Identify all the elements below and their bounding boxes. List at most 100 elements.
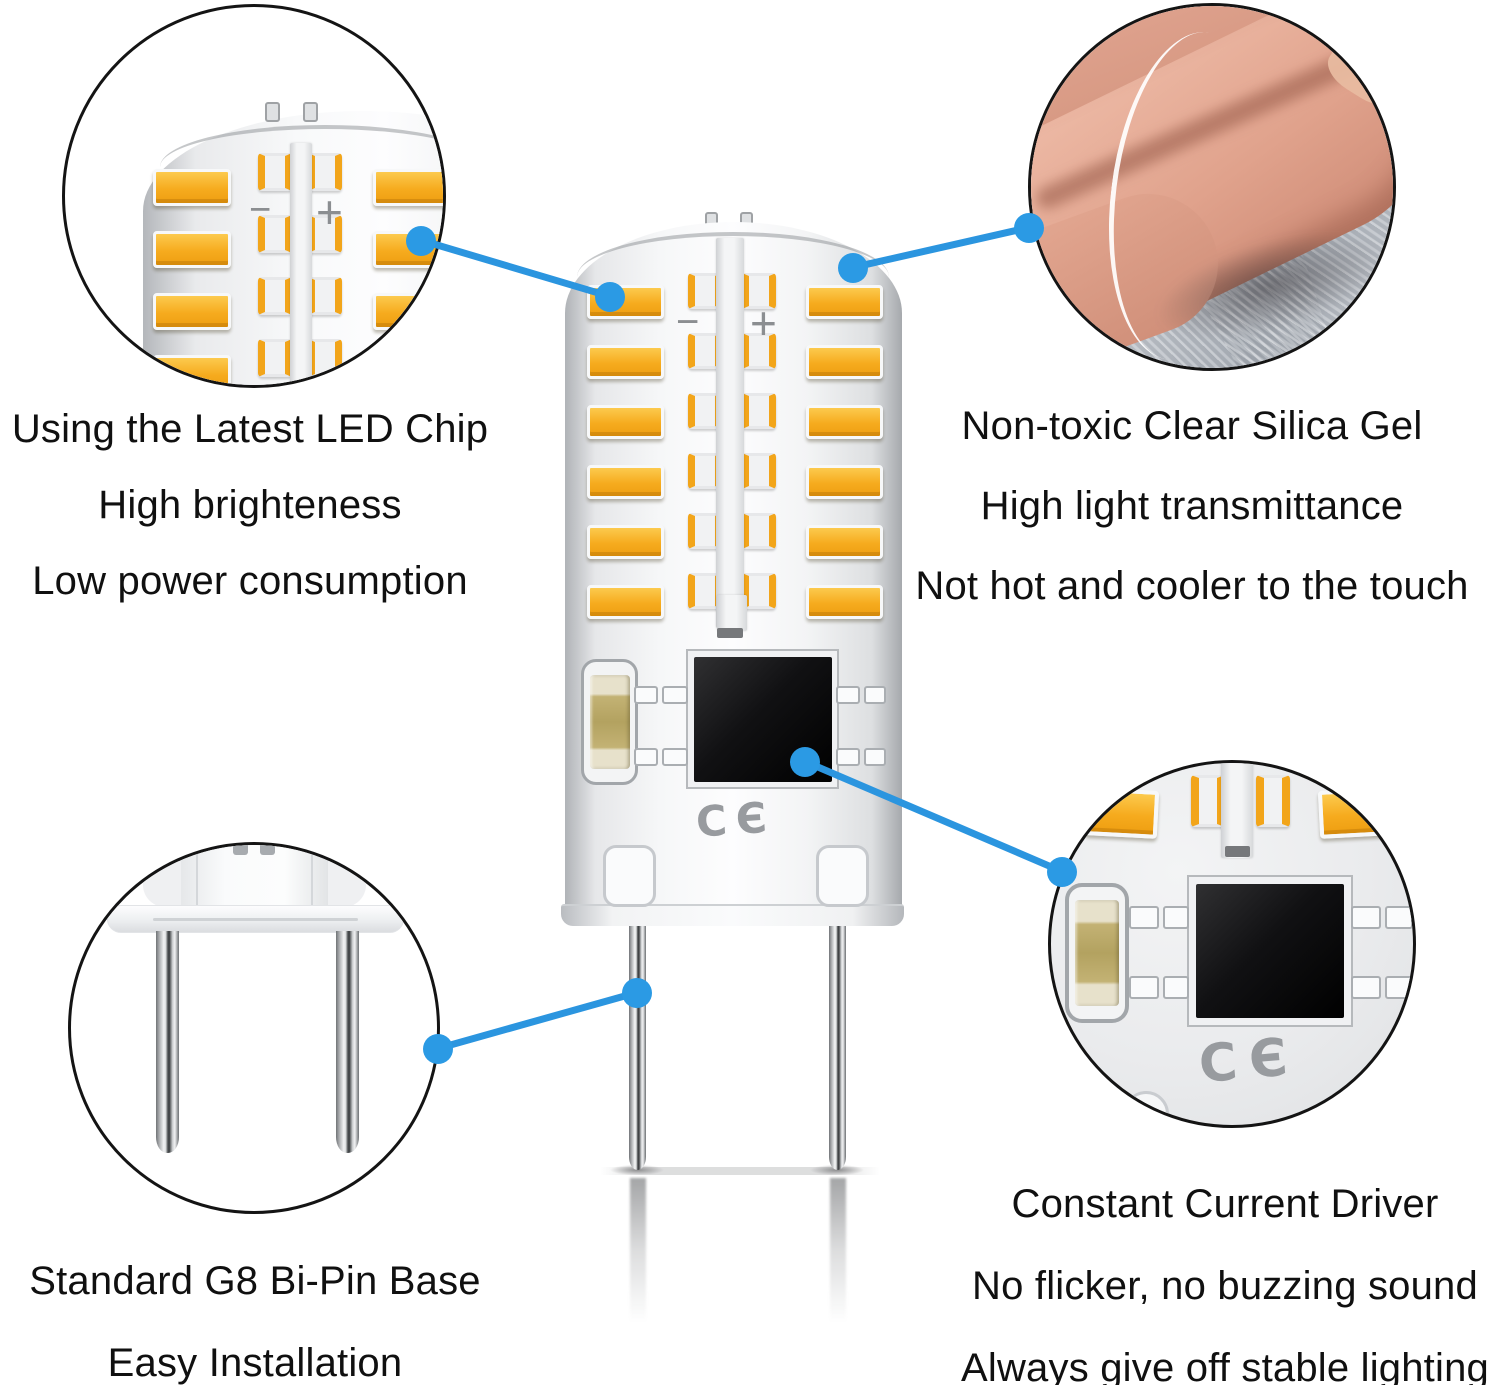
- callout-dot: [595, 282, 625, 312]
- led-chip: [806, 285, 883, 319]
- capacitor: [590, 675, 630, 769]
- ic-leg: [1385, 976, 1413, 999]
- pin-reflection: [830, 1178, 846, 1338]
- led-chip-feature-text: Using the Latest LED Chip High brightene…: [0, 391, 510, 619]
- callout-dot: [423, 1034, 453, 1064]
- ic-leg: [1163, 906, 1189, 929]
- feature-line: Low power consumption: [32, 559, 468, 603]
- bulb-top-tab: [260, 845, 275, 855]
- led-chip: [587, 465, 664, 499]
- strip-cap: [1225, 846, 1250, 857]
- led-side-chip: [742, 513, 776, 549]
- ce-mark: CЄ: [694, 792, 778, 847]
- led-chip-column-right: [806, 285, 883, 619]
- led-side-chip: [1256, 775, 1290, 827]
- strip-stub: [717, 595, 747, 631]
- feature-line: Non-toxic Clear Silica Gel: [961, 404, 1423, 448]
- ic-leg: [1385, 906, 1413, 929]
- ic-leg: [864, 686, 886, 704]
- pin-shadow-smear: [600, 1167, 880, 1175]
- flange-line: [153, 918, 358, 921]
- led-chip: [806, 585, 883, 619]
- led-side-chip: [742, 333, 776, 369]
- polarity-minus: −: [676, 300, 700, 344]
- feature-line: High light transmittance: [980, 484, 1404, 528]
- dome-highlight: [160, 125, 443, 209]
- feature-line: High brighteness: [98, 483, 402, 527]
- base-notch: [603, 845, 656, 907]
- led-chip: [587, 585, 664, 619]
- capacitor: [1075, 900, 1119, 1006]
- ic-leg: [1129, 906, 1159, 929]
- driver-ic: [1196, 884, 1344, 1018]
- led-side-chip: [742, 393, 776, 429]
- ic-leg: [1163, 976, 1189, 999]
- base-notch: [816, 845, 869, 907]
- led-chip: [153, 231, 231, 268]
- bi-pin-base-closeup-circle: [68, 842, 440, 1214]
- pin-shadow: [801, 1163, 873, 1177]
- callout-dot: [790, 747, 820, 777]
- led-side-chip: [258, 339, 292, 377]
- bi-pin-left: [156, 931, 179, 1153]
- polarity-minus: −: [249, 189, 272, 231]
- led-chip: [806, 405, 883, 439]
- callout-dot: [406, 226, 436, 256]
- led-chip: [153, 169, 231, 206]
- feature-line: Standard G8 Bi-Pin Base: [29, 1259, 481, 1303]
- center-strip: [290, 143, 312, 385]
- led-side-chip: [308, 153, 342, 191]
- led-side-chip: [742, 273, 776, 309]
- led-side-chip: [742, 453, 776, 489]
- base-notch: [1123, 1091, 1169, 1125]
- base-shoulder: [328, 861, 366, 907]
- led-chips-closeup-circle: − +: [62, 4, 446, 388]
- led-chip: [1084, 787, 1160, 839]
- ic-leg: [1129, 976, 1159, 999]
- led-chip: [806, 465, 883, 499]
- closeup-base-body: [180, 845, 330, 907]
- led-side-chip: [258, 277, 292, 315]
- led-chip: [587, 345, 664, 379]
- led-side-chip: [308, 339, 342, 377]
- led-chip: [373, 169, 443, 206]
- led-chip-column-right: [373, 169, 443, 385]
- ic-leg: [1351, 976, 1381, 999]
- polarity-plus: +: [316, 186, 343, 238]
- ic-leg: [634, 748, 658, 766]
- led-side-chip: [308, 277, 342, 315]
- base-edge-line: [311, 847, 313, 907]
- led-side-chip-column: [258, 153, 292, 377]
- driver-chip-closeup-circle: CЄ: [1048, 760, 1416, 1128]
- callout-line-base: [436, 989, 638, 1052]
- ic-leg: [864, 748, 886, 766]
- strip-cap: [717, 628, 743, 638]
- ic-leg: [662, 748, 688, 766]
- bi-pin-left: [629, 920, 646, 1170]
- bulb-top-tab: [233, 845, 248, 855]
- led-chip: [373, 355, 443, 385]
- led-chip: [806, 345, 883, 379]
- feature-line: Always give off stable lighting: [961, 1346, 1489, 1385]
- led-side-chip: [258, 153, 292, 191]
- led-chip-column-left: [587, 285, 664, 619]
- feature-line: Using the Latest LED Chip: [11, 407, 489, 451]
- dome-highlight: [577, 232, 889, 322]
- silica-gel-feature-text: Non-toxic Clear Silica Gel High light tr…: [892, 386, 1492, 626]
- ic-leg: [836, 686, 860, 704]
- base-shoulder: [143, 861, 181, 907]
- led-chip: [806, 525, 883, 559]
- callout-line-gel: [852, 223, 1031, 271]
- led-side-chip: [742, 573, 776, 609]
- ic-leg: [634, 686, 658, 704]
- bulb-top-tab: [303, 102, 318, 122]
- led-chip: [1317, 787, 1393, 839]
- ic-leg: [1351, 906, 1381, 929]
- led-chip: [587, 405, 664, 439]
- ce-mark: CЄ: [1196, 1026, 1302, 1096]
- ic-leg: [836, 748, 860, 766]
- base-feature-text: Standard G8 Bi-Pin Base Easy Installatio…: [0, 1240, 510, 1385]
- bi-pin-right: [336, 931, 359, 1153]
- pin-shadow: [601, 1163, 673, 1177]
